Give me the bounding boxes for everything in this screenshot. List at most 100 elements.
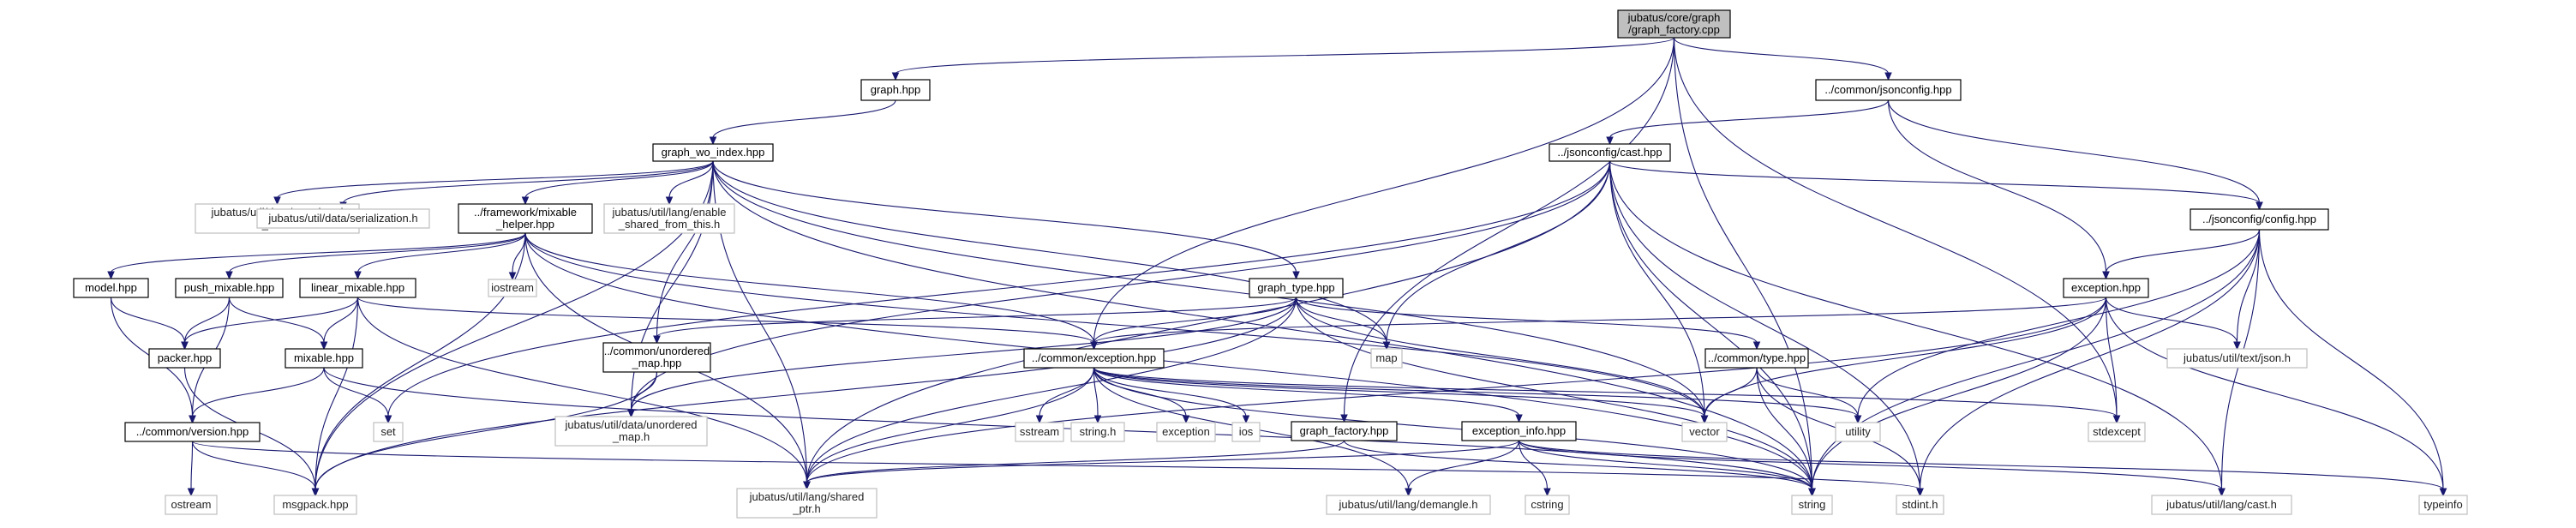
node-root: jubatus/core/graph/graph_factory.cpp	[1617, 9, 1731, 39]
node-graph-wo-index[interactable]: graph_wo_index.hpp	[652, 143, 774, 162]
edge-graph-wo-index-to-graph-type	[712, 160, 1300, 280]
edge-graph-wo-index-to-map	[712, 160, 1391, 351]
edge-mixable-helper-to-push-mixable	[225, 232, 526, 280]
node-label: _ptr.h	[792, 502, 821, 515]
node-label: /graph_factory.cpp	[1628, 23, 1720, 36]
node-label: graph.hpp	[871, 83, 921, 96]
node-label: vector	[1689, 425, 1720, 438]
node-box	[458, 203, 593, 234]
edge-jsonconfig-cast-to-set	[384, 160, 1611, 424]
node-exception-info[interactable]: exception_info.hpp	[1461, 421, 1577, 441]
edge-root-to-common-jsonconfig	[1673, 37, 1892, 81]
node-packer-hpp[interactable]: packer.hpp	[148, 348, 221, 369]
edge-graph-wo-index-to-mixable-helper	[521, 160, 714, 206]
edge-linear-mixable-to-common-exception	[356, 297, 1098, 351]
node-label: exception_info.hpp	[1472, 424, 1566, 437]
edge-mixable-hpp-to-set	[323, 367, 392, 424]
node-label: ../common/version.hpp	[136, 425, 249, 438]
edge-mixable-hpp-to-common-version	[189, 367, 325, 424]
node-utility: utility	[1835, 422, 1881, 442]
node-model-hpp[interactable]: model.hpp	[73, 278, 149, 298]
edge-common-jsonconfig-to-exception-hpp	[1887, 99, 2110, 280]
node-label: iostream	[491, 281, 534, 294]
node-sstream: sstream	[1015, 422, 1064, 442]
edge-graph-hpp-to-graph-wo-index	[709, 99, 896, 146]
edge-graph-wo-index-to-common-unordered-map	[653, 160, 714, 345]
edge-graph-factory-hpp-to-shared-ptr	[803, 440, 1345, 490]
node-label: stdint.h	[1902, 498, 1938, 511]
node-label: _map.h	[612, 430, 650, 443]
node-typeinfo: typeinfo	[2418, 495, 2468, 515]
node-stdexcept: stdexcept	[2088, 422, 2146, 442]
node-box	[860, 79, 931, 101]
node-box	[2166, 348, 2308, 369]
node-stdint-h: stdint.h	[1896, 495, 1944, 515]
node-map: map	[1370, 348, 1403, 369]
node-common-type[interactable]: ../common/type.hpp	[1704, 348, 1809, 369]
edge-common-type-to-vector	[1700, 367, 1758, 424]
node-set: set	[373, 422, 404, 442]
edge-graph-wo-index-to-unordered-set-h	[273, 160, 714, 206]
node-cstring: cstring	[1525, 495, 1570, 515]
node-box	[1549, 143, 1671, 162]
node-box	[1617, 9, 1731, 39]
node-label: ../common/unordered	[604, 345, 710, 357]
node-common-unordered-map[interactable]: ../common/unordered_map.hpp	[602, 342, 711, 373]
node-label: ../common/jsonconfig.hpp	[1824, 83, 1951, 96]
node-exception-hpp[interactable]: exception.hpp	[2063, 278, 2149, 298]
node-common-exception[interactable]: ../common/exception.hpp	[1023, 348, 1165, 369]
edge-mixable-helper-to-model-hpp	[107, 232, 526, 280]
node-linear-mixable[interactable]: linear_mixable.hpp	[299, 278, 416, 298]
node-label: jubatus/core/graph	[1627, 11, 1721, 24]
edge-exception-hpp-to-typeinfo	[2105, 297, 2447, 497]
node-common-jsonconfig[interactable]: ../common/jsonconfig.hpp	[1815, 79, 1962, 101]
edge-jsonconfig-cast-to-stdint-h	[1609, 160, 1924, 497]
node-box	[1326, 495, 1491, 515]
edge-exception-hpp-to-string	[1808, 297, 2107, 497]
node-label: ostream	[171, 498, 212, 511]
edge-jsonconfig-cast-to-jsonconfig-config	[1609, 160, 2263, 211]
node-label: _helper.hpp	[495, 218, 554, 231]
node-push-mixable[interactable]: push_mixable.hpp	[175, 278, 284, 298]
node-mixable-hpp[interactable]: mixable.hpp	[285, 348, 363, 369]
node-label: jubatus/util/data/serialization.h	[267, 212, 417, 225]
node-common-version[interactable]: ../common/version.hpp	[124, 422, 261, 442]
node-box	[652, 143, 774, 162]
edge-mixable-helper-to-string	[524, 232, 1816, 497]
node-box	[1156, 422, 1216, 442]
node-label: jubatus/util/lang/demangle.h	[1339, 498, 1478, 511]
node-exception: exception	[1156, 422, 1216, 442]
node-label: ../jsonconfig/cast.hpp	[1557, 146, 1662, 159]
edge-common-exception-to-stdexcept	[1093, 367, 2121, 424]
node-label: string	[1799, 498, 1826, 511]
node-jsonconfig-config[interactable]: ../jsonconfig/config.hpp	[2190, 208, 2329, 231]
node-box	[1231, 422, 1261, 442]
node-graph-type[interactable]: graph_type.hpp	[1249, 278, 1344, 298]
node-label: stdexcept	[2093, 425, 2141, 438]
edge-exception-info-to-cstring	[1518, 440, 1551, 497]
node-layer: jubatus/core/graph/graph_factory.cppgrap…	[73, 9, 2468, 519]
edge-mixable-helper-to-common-exception	[524, 232, 1098, 351]
node-label: jubatus/util/text/json.h	[2183, 351, 2291, 364]
node-label: graph_wo_index.hpp	[662, 146, 765, 159]
edge-jsonconfig-config-to-utility	[1854, 229, 2261, 424]
edge-common-jsonconfig-to-jsonconfig-cast	[1606, 99, 1890, 146]
node-label: string.h	[1080, 425, 1117, 438]
node-box	[602, 342, 711, 373]
edge-root-to-graph-hpp	[891, 37, 1675, 81]
edge-exception-hpp-to-json-h	[2105, 297, 2241, 351]
node-graph-factory-hpp[interactable]: graph_factory.hpp	[1291, 421, 1398, 441]
node-label: ios	[1239, 425, 1254, 438]
node-vector: vector	[1681, 422, 1728, 442]
node-box	[1896, 495, 1944, 515]
node-label: packer.hpp	[158, 351, 213, 364]
node-json-h: jubatus/util/text/json.h	[2166, 348, 2308, 369]
node-jsonconfig-cast[interactable]: ../jsonconfig/cast.hpp	[1549, 143, 1671, 162]
edge-exception-hpp-to-stdexcept	[2105, 297, 2121, 424]
edge-exception-hpp-to-common-exception	[1090, 297, 2107, 351]
node-mixable-helper[interactable]: ../framework/mixable_helper.hpp	[458, 203, 593, 234]
node-box	[1249, 278, 1344, 298]
node-graph-hpp[interactable]: graph.hpp	[860, 79, 931, 101]
node-label: model.hpp	[85, 281, 137, 294]
